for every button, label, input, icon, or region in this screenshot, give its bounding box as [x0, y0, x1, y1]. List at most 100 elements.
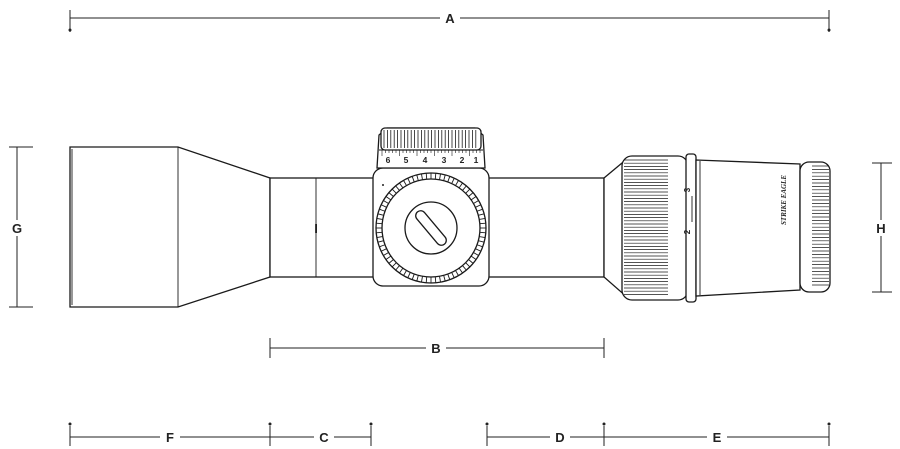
windage-turret-knurling	[376, 173, 486, 283]
knurl-line	[416, 174, 419, 181]
knurl-line	[476, 244, 483, 248]
turret-number-1: 1	[474, 155, 479, 165]
knurl-line	[465, 262, 471, 268]
brand-text: STRIKE EAGLE	[780, 175, 788, 225]
knurl-line	[385, 196, 392, 201]
dim-label-b: B	[431, 341, 440, 356]
elevation-turret-ticks	[381, 150, 481, 156]
knurl-line	[443, 174, 446, 181]
knurl-line	[411, 176, 415, 183]
turret-number-6: 6	[386, 155, 391, 165]
turret-number-3: 3	[442, 155, 447, 165]
dim-label-d: D	[555, 430, 564, 445]
knurl-line	[462, 265, 467, 271]
windage-cap-slot	[415, 210, 447, 246]
knurl-line	[376, 231, 383, 234]
dim-a-right-dot	[827, 28, 831, 32]
turret-number-5: 5	[404, 155, 409, 165]
knurl-line	[380, 248, 387, 252]
knurl-line	[479, 222, 486, 225]
knurl-line	[376, 236, 383, 238]
knurl-line	[458, 267, 463, 274]
dim-label-e: E	[713, 430, 722, 445]
knurl-line	[468, 192, 474, 197]
knurl-line	[411, 273, 415, 280]
knurl-line	[407, 272, 411, 279]
knurl-line	[395, 185, 400, 191]
magnification-knurling	[624, 159, 668, 295]
knurl-line	[434, 173, 437, 180]
knurl-line	[399, 267, 404, 274]
knurl-line	[421, 173, 423, 180]
dim-label-g: G	[12, 221, 22, 236]
knurl-line	[421, 276, 423, 283]
knurl-line	[383, 252, 389, 256]
dimension-b: B	[269, 338, 605, 358]
knurl-line	[455, 180, 459, 186]
knurl-line	[391, 188, 397, 194]
dim-c-right-dot	[369, 422, 373, 426]
knurl-line	[379, 208, 386, 212]
knurl-line	[388, 259, 394, 264]
knurl-line	[451, 272, 455, 279]
knurl-line	[403, 180, 407, 186]
dim-label-c: C	[319, 430, 329, 445]
knurl-line	[470, 255, 477, 260]
knurl-line	[479, 231, 486, 234]
knurl-line	[475, 204, 482, 208]
knurl-line	[476, 208, 483, 212]
dimension-f: F	[68, 422, 272, 446]
eyepiece-body	[695, 159, 801, 297]
knurl-line	[478, 213, 485, 216]
knurl-line	[376, 222, 383, 225]
dim-label-i: I	[314, 221, 318, 236]
knurl-line	[470, 196, 477, 201]
elevation-turret-knurling	[383, 130, 477, 148]
saddle-dot	[382, 184, 384, 186]
knurl-line	[462, 185, 467, 191]
knurl-line	[447, 273, 451, 280]
dim-a-left-dot	[68, 28, 72, 32]
knurl-line	[399, 182, 404, 189]
mag-number-2: 2	[683, 229, 692, 234]
knurl-line	[468, 259, 474, 264]
knurl-line	[407, 177, 411, 184]
dim-label-f: F	[166, 430, 174, 445]
dim-f-right-dot	[268, 422, 272, 426]
knurl-line	[439, 173, 441, 180]
knurl-line	[425, 173, 428, 180]
dimension-g: G	[9, 146, 33, 308]
knurl-line	[439, 276, 441, 283]
knurl-line	[425, 276, 428, 283]
dimension-a: A	[68, 10, 831, 32]
knurl-line	[479, 236, 486, 238]
dim-e-right-dot	[827, 422, 831, 426]
knurl-line	[380, 204, 387, 208]
objective-bell	[69, 146, 271, 308]
knurl-line	[376, 218, 383, 220]
diopter-knurling	[812, 165, 829, 286]
knurl-line	[458, 182, 463, 189]
knurl-line	[478, 240, 485, 243]
eyepiece-collar	[685, 153, 697, 303]
knurl-line	[379, 244, 386, 248]
knurl-line	[395, 265, 400, 271]
dim-label-h: H	[876, 221, 885, 236]
knurl-line	[451, 177, 455, 184]
turret-assembly: 6 5 4 3 2 1	[372, 127, 490, 287]
knurl-line	[447, 176, 451, 183]
knurl-line	[473, 252, 479, 256]
turret-number-2: 2	[460, 155, 465, 165]
knurl-line	[475, 248, 482, 252]
knurl-line	[434, 276, 437, 283]
knurl-line	[455, 270, 459, 276]
knurl-line	[391, 262, 397, 268]
knurl-line	[403, 270, 407, 276]
knurl-line	[479, 218, 486, 220]
dim-d-right-dot	[602, 422, 606, 426]
knurl-line	[377, 240, 384, 243]
knurl-line	[416, 275, 419, 282]
dimension-d: D	[485, 422, 606, 446]
